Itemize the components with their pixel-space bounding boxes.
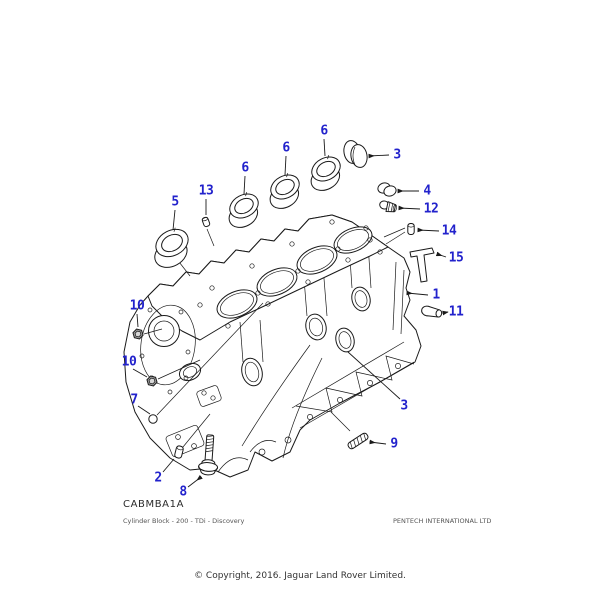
callout-9[interactable]: 9 [390,436,398,452]
side-face-details [217,243,415,473]
callout-13[interactable]: 13 [198,183,214,199]
part-6-bearing-shell [269,172,300,209]
leader-line-7 [137,405,151,415]
part-12-threaded-plug [379,200,397,213]
leader-line-3 [368,153,390,159]
top-deck [147,214,389,341]
leader-line-2 [162,458,175,473]
leader-line-6 [323,138,326,157]
leader-line-11 [442,310,449,316]
part-10-plug [132,328,144,340]
callout-5[interactable]: 5 [171,194,179,210]
leader-line-6 [243,175,246,195]
part-7-ball [148,414,158,424]
part-10-plug [146,375,158,387]
part-6-bearing-shell [310,154,341,191]
callout-11[interactable]: 11 [448,304,464,320]
callout-1[interactable]: 1 [432,287,440,303]
part-8-bolt [198,434,219,476]
leader-line-3 [347,351,401,400]
callout-3[interactable]: 3 [400,398,408,414]
callout-6[interactable]: 6 [320,123,328,139]
part-11-plug [421,305,443,318]
part-9-dowel-pin [347,432,369,450]
leader-line-6 [284,155,287,176]
callout-14[interactable]: 14 [441,223,457,239]
leader-lines [132,138,449,488]
front-face-details [137,304,222,458]
copyright-notice: © Copyright, 2016. Jaguar Land Rover Lim… [194,571,406,581]
leader-line-1 [406,290,429,296]
callout-12[interactable]: 12 [423,201,439,217]
leader-line-14 [417,227,440,233]
callout-6[interactable]: 6 [282,140,290,156]
publisher-name: PENTECH INTERNATIONAL LTD [393,517,492,525]
callout-10[interactable]: 10 [121,354,137,370]
part-14-dowel [407,223,415,235]
callout-10[interactable]: 10 [129,298,145,314]
part-5-bearing-shell [154,227,189,268]
leader-line-10 [132,368,148,378]
callout-7[interactable]: 7 [130,392,138,408]
leader-line-8 [187,474,203,488]
figure-caption: Cylinder Block - 200 - TDi - Discovery [123,517,245,525]
callout-15[interactable]: 15 [448,250,464,266]
callout-6[interactable]: 6 [241,160,249,176]
crankshaft-opening [148,315,180,347]
part-13-plug [201,216,211,228]
callout-3[interactable]: 3 [393,147,401,163]
part-15-plate [409,247,435,283]
leader-line-10 [136,313,139,328]
part-4-core-plug [377,182,397,197]
figure-code: CABMBA1A [123,499,185,510]
callout-4[interactable]: 4 [423,183,431,199]
callout-8[interactable]: 8 [179,484,187,500]
leader-line-5 [172,209,176,231]
deck-bolt-holes [197,219,383,329]
cylinder-bores [216,226,373,319]
leader-line-12 [398,205,421,211]
leader-line-9 [369,439,387,445]
part-2-dowel [174,445,184,459]
leader-line-15 [435,251,447,258]
callout-2[interactable]: 2 [154,470,162,486]
cylinder-block-illustration [123,214,422,478]
part-6-bearing-shell [228,191,259,228]
part-3-core-plug [343,140,368,168]
